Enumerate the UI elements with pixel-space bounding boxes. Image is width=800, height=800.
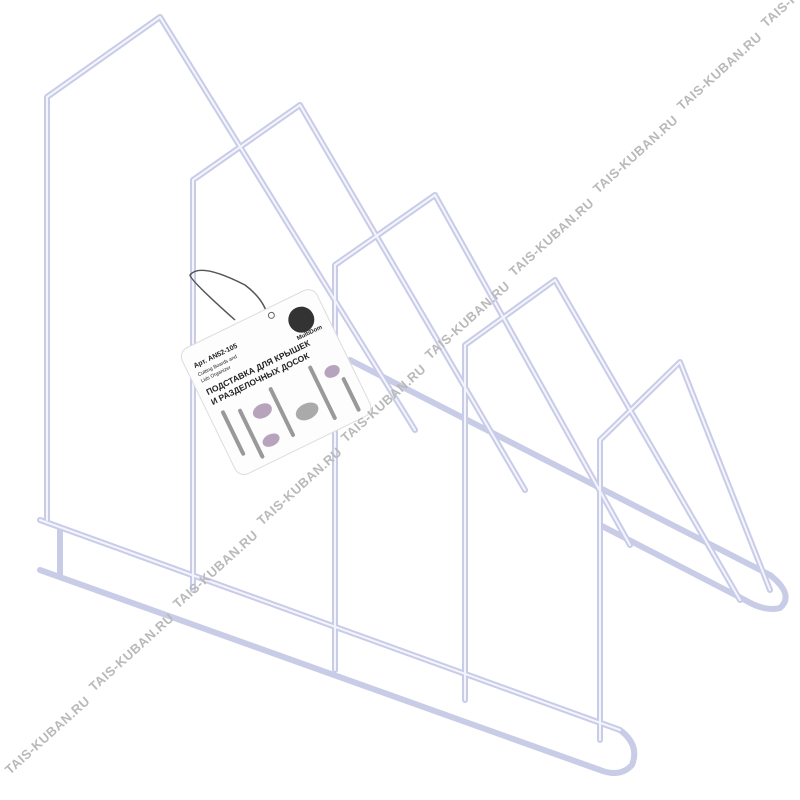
hang-tag: MultiDom Арт. AN52-105 Cutting Boards an… <box>180 269 372 475</box>
wire-rack <box>37 14 789 777</box>
watermark-layer: TAIS-KUBAN.RUTAIS-KUBAN.RUTAIS-KUBAN.RUT… <box>2 0 800 777</box>
utensil-pattern <box>221 364 361 459</box>
watermark-text: TAIS-KUBAN.RU <box>2 693 93 777</box>
watermark-text: TAIS-KUBAN.RU <box>674 29 765 113</box>
watermark-text: TAIS-KUBAN.RU <box>506 195 597 279</box>
watermark-text: TAIS-KUBAN.RU <box>758 0 800 30</box>
watermark-text: TAIS-KUBAN.RU <box>590 112 681 196</box>
watermark-text: TAIS-KUBAN.RU <box>86 610 177 694</box>
